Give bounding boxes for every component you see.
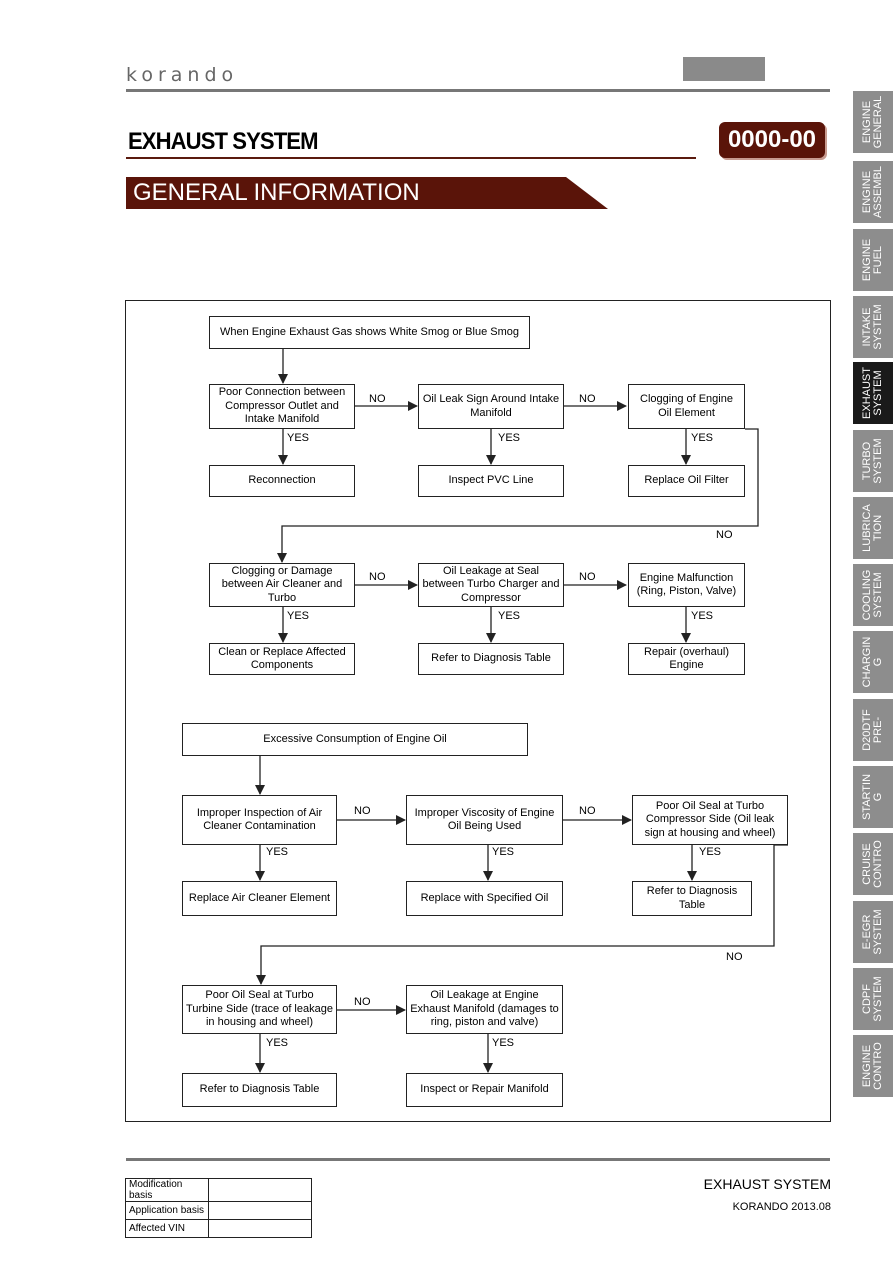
revision-value bbox=[208, 1219, 312, 1238]
flow2-check-box: Poor Oil Seal at Turbo Compressor Side (… bbox=[632, 795, 788, 845]
flow1-action-box: Replace Oil Filter bbox=[628, 465, 745, 497]
flow2-check-box: Poor Oil Seal at Turbo Turbine Side (tra… bbox=[182, 985, 337, 1034]
footer-model: KORANDO 2013.08 bbox=[732, 1201, 831, 1213]
no-label: NO bbox=[579, 805, 596, 817]
flow1-action-box: Repair (overhaul) Engine bbox=[628, 643, 745, 675]
table-row: Application basis bbox=[125, 1201, 312, 1220]
revision-key: Affected VIN bbox=[125, 1219, 209, 1238]
section-title: EXHAUST SYSTEM bbox=[128, 128, 318, 155]
side-tab[interactable]: STARTIN G bbox=[853, 766, 893, 828]
side-tab[interactable]: CDPF SYSTEM bbox=[853, 968, 893, 1030]
revision-value bbox=[208, 1178, 312, 1202]
side-tab[interactable]: CRUISE CONTRO bbox=[853, 833, 893, 895]
flow1-start-box: When Engine Exhaust Gas shows White Smog… bbox=[209, 316, 530, 349]
side-tab[interactable]: ENGINE ASSEMBL bbox=[853, 161, 893, 223]
side-tab[interactable]: ENGINE CONTRO bbox=[853, 1035, 893, 1097]
revision-value bbox=[208, 1201, 312, 1220]
flow1-check-box: Oil Leak Sign Around Intake Manifold bbox=[418, 384, 564, 429]
table-row: Modification basis bbox=[125, 1178, 312, 1202]
flow2-start-box: Excessive Consumption of Engine Oil bbox=[182, 723, 528, 756]
yes-label: YES bbox=[691, 610, 714, 622]
flow1-action-box: Refer to Diagnosis Table bbox=[418, 643, 564, 675]
yes-label: YES bbox=[266, 846, 289, 858]
yes-label: YES bbox=[699, 846, 722, 858]
no-label: NO bbox=[579, 393, 596, 405]
general-info-banner-bg bbox=[126, 177, 608, 209]
side-tab[interactable]: EXHAUST SYSTEM bbox=[853, 362, 893, 424]
yes-label: YES bbox=[691, 432, 714, 444]
footer-rule bbox=[126, 1158, 830, 1161]
brand-logo-text: korando bbox=[126, 64, 239, 86]
flow1-check-box: Clogging or Damage between Air Cleaner a… bbox=[209, 563, 355, 607]
flow2-check-box: Improper Viscosity of Engine Oil Being U… bbox=[406, 795, 563, 845]
side-tab[interactable]: ENGINE FUEL bbox=[853, 229, 893, 291]
side-tab[interactable]: ENGINE GENERAL bbox=[853, 91, 893, 153]
side-tab[interactable]: LUBRICA TION bbox=[853, 497, 893, 559]
flow2-action-box: Refer to Diagnosis Table bbox=[632, 881, 752, 916]
flow1-check-box: Engine Malfunction (Ring, Piston, Valve) bbox=[628, 563, 745, 607]
yes-label: YES bbox=[287, 610, 310, 622]
yes-label: YES bbox=[287, 432, 310, 444]
side-tab[interactable]: COOLING SYSTEM bbox=[853, 564, 893, 626]
title-underline bbox=[126, 157, 696, 159]
no-label: NO bbox=[369, 571, 386, 583]
no-label: NO bbox=[369, 393, 386, 405]
flowchart-frame bbox=[125, 300, 831, 1122]
flow1-action-box: Clean or Replace Affected Components bbox=[209, 643, 355, 675]
flow2-action-box: Replace with Specified Oil bbox=[406, 881, 563, 916]
yes-label: YES bbox=[498, 610, 521, 622]
flow2-action-box: Refer to Diagnosis Table bbox=[182, 1073, 337, 1107]
flow2-check-box: Improper Inspection of Air Cleaner Conta… bbox=[182, 795, 337, 845]
header-grey-block bbox=[683, 57, 765, 81]
revision-key: Modification basis bbox=[125, 1178, 209, 1202]
section-code-badge: 0000-00 bbox=[719, 122, 825, 158]
flow2-action-box: Replace Air Cleaner Element bbox=[182, 881, 337, 916]
footer-section-name: EXHAUST SYSTEM bbox=[703, 1176, 831, 1192]
side-tab[interactable]: INTAKE SYSTEM bbox=[853, 296, 893, 358]
side-tab[interactable]: TURBO SYSTEM bbox=[853, 430, 893, 492]
side-tab[interactable]: CHARGIN G bbox=[853, 631, 893, 693]
table-row: Affected VIN bbox=[125, 1219, 312, 1238]
yes-label: YES bbox=[498, 432, 521, 444]
side-tab[interactable]: E-EGR SYSTEM bbox=[853, 901, 893, 963]
flow1-check-box: Poor Connection between Compressor Outle… bbox=[209, 384, 355, 429]
flow1-check-box: Oil Leakage at Seal between Turbo Charge… bbox=[418, 563, 564, 607]
flow2-check-box: Oil Leakage at Engine Exhaust Manifold (… bbox=[406, 985, 563, 1034]
yes-label: YES bbox=[492, 1037, 515, 1049]
revision-key: Application basis bbox=[125, 1201, 209, 1220]
flow1-action-box: Reconnection bbox=[209, 465, 355, 497]
revision-table: Modification basis Application basis Aff… bbox=[125, 1178, 312, 1238]
no-label: NO bbox=[726, 951, 743, 963]
no-label: NO bbox=[354, 805, 371, 817]
flow1-check-box: Clogging of Engine Oil Element bbox=[628, 384, 745, 429]
no-label: NO bbox=[354, 996, 371, 1008]
yes-label: YES bbox=[492, 846, 515, 858]
no-label: NO bbox=[579, 571, 596, 583]
side-tab[interactable]: D20DTF PRE- bbox=[853, 699, 893, 761]
header-rule bbox=[126, 89, 830, 92]
general-info-banner: GENERAL INFORMATION bbox=[133, 179, 420, 206]
brand-logo: korando bbox=[126, 64, 238, 86]
yes-label: YES bbox=[266, 1037, 289, 1049]
no-label: NO bbox=[716, 529, 733, 541]
flow1-action-box: Inspect PVC Line bbox=[418, 465, 564, 497]
flow2-action-box: Inspect or Repair Manifold bbox=[406, 1073, 563, 1107]
